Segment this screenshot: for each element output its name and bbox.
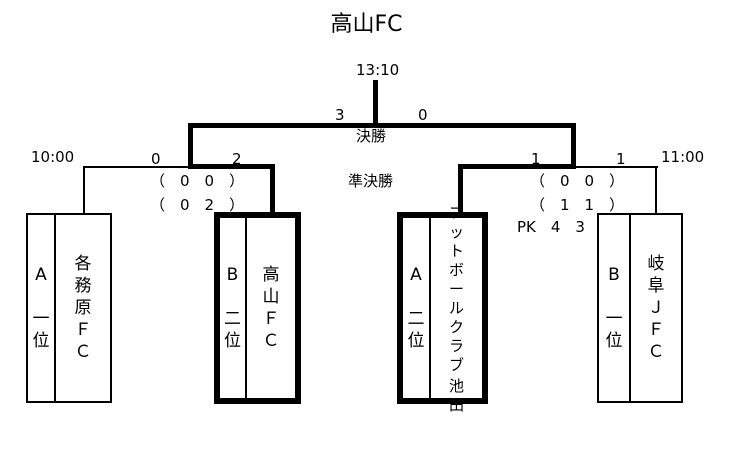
team-name-char: ボ [448, 260, 464, 279]
rank-position: 一 [605, 309, 623, 329]
semifinal-left-bracket-thin [83, 166, 192, 168]
team-name-char: Ｆ [74, 320, 92, 340]
team-name-char: Ｊ [647, 298, 665, 318]
team-name-char: 田 [448, 395, 464, 414]
rank-group: B [226, 265, 239, 285]
rank-group: A [35, 265, 47, 285]
semifinal-right-drop-thin [655, 166, 657, 215]
team-name-char: フ [448, 203, 464, 222]
semifinal-right-score-right: 1 [616, 150, 626, 168]
final-time: 13:10 [356, 61, 400, 79]
team-rank: A 一 位 [28, 215, 56, 401]
team-name: フ ッ ト ボ ー ル ク ラ ブ 池 田 [431, 204, 482, 414]
team-name-char: 務 [74, 276, 92, 296]
semifinal-right-bracket-thick [458, 164, 576, 169]
rank-suffix: 位 [605, 331, 623, 351]
team-name-char: ブ [448, 355, 464, 374]
team-rank: B 一 位 [599, 215, 631, 401]
semifinal-right-half2: （ 1 1 ） [530, 196, 625, 214]
semifinal-label: 準決勝 [348, 172, 394, 190]
final-score-right: 0 [418, 106, 428, 124]
semifinal-left-drop-thin [83, 166, 85, 215]
semifinal-right-bracket-thin [574, 166, 658, 168]
rank-suffix: 位 [32, 331, 50, 351]
team-name-char: ク [448, 317, 464, 336]
team-name: 各 務 原 Ｆ Ｃ [56, 215, 110, 401]
team-name-char: Ｃ [74, 342, 92, 362]
semifinal-right-drop-thick [458, 164, 463, 215]
final-left-drop [188, 123, 193, 168]
final-winner-line [373, 80, 378, 126]
final-right-drop [571, 123, 576, 168]
semifinal-right-pk: PK 4 3 [517, 218, 585, 236]
rank-group: A [410, 265, 422, 285]
semifinal-left-drop-thick [270, 164, 275, 215]
team-name-char: 高 [262, 265, 280, 285]
team-name-col-main: フ ッ ト ボ ー ル ク ラ ブ [449, 204, 464, 375]
team-name-char: 原 [74, 298, 92, 318]
team-box-takayama: B 二 位 高 山 Ｆ Ｃ [214, 212, 301, 404]
semifinal-right-score-left: 1 [531, 150, 541, 168]
final-bracket-line [190, 123, 576, 128]
rank-position: 一 [32, 309, 50, 329]
semifinal-right-time: 11:00 [661, 148, 705, 166]
team-name-char: Ｆ [262, 309, 280, 329]
team-name-char: ラ [448, 336, 464, 355]
rank-position: 二 [407, 309, 425, 329]
team-name-char: 阜 [647, 276, 665, 296]
team-name-char: ッ [448, 222, 464, 241]
page-title: 高山FC [330, 12, 403, 37]
semifinal-left-half2: （ 0 2 ） [150, 196, 245, 214]
team-name-char: ル [448, 298, 464, 317]
final-label: 決勝 [356, 127, 387, 145]
rank-suffix: 位 [407, 331, 425, 351]
rank-suffix: 位 [224, 331, 241, 351]
rank-position: 二 [224, 309, 241, 329]
team-name: 高 山 Ｆ Ｃ [247, 218, 295, 398]
team-name-char: Ｃ [647, 342, 665, 362]
semifinal-right-half1: （ 0 0 ） [530, 172, 625, 190]
team-name-char: 各 [74, 254, 92, 274]
team-rank: A 二 位 [403, 218, 431, 398]
team-box-kakamigahara: A 一 位 各 務 原 Ｆ Ｃ [26, 213, 112, 403]
team-box-ikeda: A 二 位 フ ッ ト ボ ー ル ク ラ ブ 池 田 [397, 204, 488, 414]
team-box-gifu: B 一 位 岐 阜 Ｊ Ｆ Ｃ [597, 213, 683, 403]
team-rank: B 二 位 [220, 218, 247, 398]
semifinal-left-bracket-thick [188, 164, 275, 169]
final-score-left: 3 [335, 106, 345, 124]
team-name-char: 山 [262, 287, 280, 307]
team-name: 岐 阜 Ｊ Ｆ Ｃ [631, 215, 681, 401]
rank-group: B [608, 265, 620, 285]
semifinal-left-time: 10:00 [31, 148, 75, 166]
team-name-char: ト [448, 241, 464, 260]
team-name-col-prefix: 池 田 [449, 377, 464, 415]
semifinal-left-score-left: 0 [151, 150, 161, 168]
semifinal-left-half1: （ 0 0 ） [150, 172, 245, 190]
team-name-char: 池 [448, 376, 464, 395]
team-name-char: Ｃ [262, 331, 280, 351]
team-name-char: ー [448, 279, 464, 298]
team-name-char: 岐 [647, 254, 665, 274]
team-name-char: Ｆ [647, 320, 665, 340]
semifinal-left-score-right: 2 [232, 150, 242, 168]
